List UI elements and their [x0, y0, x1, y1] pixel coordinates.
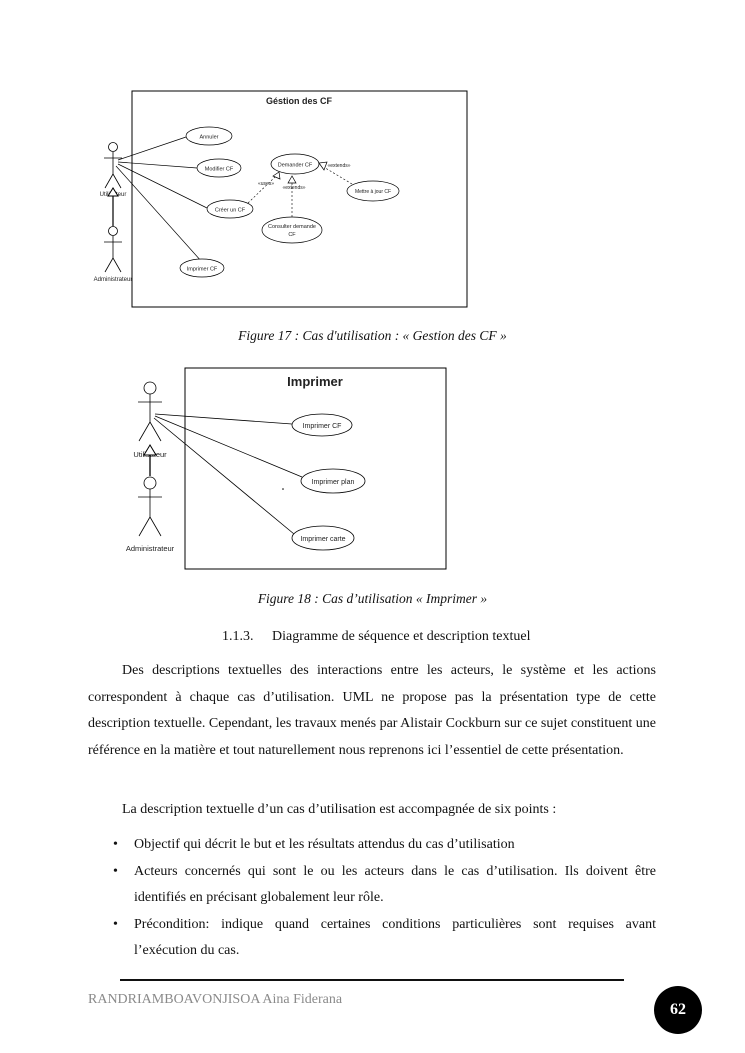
extends-label-2: «extends» — [327, 163, 350, 169]
bullet-symbol: • — [113, 916, 118, 932]
extends-arrowhead-2 — [318, 161, 328, 171]
svg-text:Imprimer carte: Imprimer carte — [300, 536, 345, 543]
list-item-text: Objectif qui décrit le but et les résult… — [134, 837, 515, 852]
actor-user — [138, 381, 162, 442]
use-case-imprimer: Imprimer CF — [179, 258, 225, 278]
section-heading: 1.1.3. Diagramme de séquence et descripti… — [222, 629, 531, 645]
bullet-symbol: • — [113, 837, 118, 852]
paragraph-1-text: Des descriptions textuelles des interact… — [88, 663, 657, 758]
actor-admin — [104, 226, 122, 273]
associations — [153, 413, 303, 535]
bullet-symbol: • — [113, 863, 118, 879]
paragraph-2-text: La description textuelle d’un cas d’util… — [122, 802, 557, 817]
svg-text:Modifier CF: Modifier CF — [205, 167, 234, 173]
use-case-annuler: Annuler — [185, 126, 233, 146]
use-case-creer: Créer un CF — [206, 199, 254, 219]
uses-arrowhead — [272, 171, 281, 180]
generalization-arrowhead — [107, 187, 119, 197]
actor-admin-label: Administrateur — [94, 277, 133, 283]
list-item: • Acteurs concernés qui sont le ou les a… — [88, 859, 656, 912]
page-number-badge: 62 — [654, 986, 702, 1034]
use-case-imprimer-carte: Imprimer carte — [291, 525, 355, 551]
svg-text:Créer un CF: Créer un CF — [215, 208, 246, 214]
dependency-lines — [247, 165, 353, 217]
associations — [115, 136, 208, 263]
section-title: Diagramme de séquence et description tex… — [272, 629, 531, 644]
svg-text:Imprimer CF: Imprimer CF — [303, 423, 342, 430]
footer-author: RANDRIAMBOAVONJISOA Aina Fiderana — [88, 992, 343, 1007]
figure-17-caption: Figure 17 : Cas d'utilisation : « Gestio… — [238, 328, 507, 343]
figure-18-diagram: Imprimer Utilisateur Administrateur Impr… — [126, 367, 447, 570]
list-item-text: Acteurs concernés qui sont le ou les act… — [134, 863, 656, 906]
svg-text:CF: CF — [288, 232, 296, 238]
use-case-modifier: Modifier CF — [196, 158, 242, 178]
svg-text:Mettre à jour CF: Mettre à jour CF — [355, 189, 391, 195]
svg-text:Consulter demande: Consulter demande — [268, 224, 316, 230]
paragraph-1: Des descriptions textuelles des interact… — [88, 658, 656, 764]
use-case-mettre-a-jour: Mettre à jour CF — [346, 180, 400, 202]
use-case-imprimer-cf: Imprimer CF — [291, 413, 353, 437]
footer-rule — [120, 979, 624, 981]
section-number: 1.1.3. — [222, 629, 254, 644]
extends-arrowhead-1 — [287, 175, 297, 184]
list-item-text: Précondition: indique quand certaines co… — [134, 916, 656, 959]
generalization-arrowhead — [143, 444, 157, 456]
actor-admin — [138, 476, 162, 537]
system-boundary — [184, 367, 447, 570]
system-title: Imprimer — [287, 374, 343, 389]
bullet-list: • Objectif qui décrit le but et les résu… — [88, 832, 656, 965]
actor-admin-label: Administrateur — [126, 544, 175, 553]
actor-user — [104, 142, 122, 189]
system-title: Géstion des CF — [266, 96, 333, 106]
use-case-imprimer-plan: Imprimer plan — [300, 468, 366, 494]
use-case-demander: Demander CF — [270, 153, 320, 175]
figure-18-caption: Figure 18 : Cas d’utilisation « Imprimer… — [257, 591, 488, 606]
extends-label-1: «extends» — [282, 185, 305, 191]
use-case-consulter: Consulter demande CF — [261, 216, 323, 244]
stray-dot — [282, 488, 284, 490]
uses-label: «uses» — [258, 181, 274, 187]
system-boundary — [131, 90, 468, 308]
svg-text:Demander CF: Demander CF — [278, 163, 313, 169]
svg-text:Imprimer plan: Imprimer plan — [312, 479, 355, 486]
list-item: • Objectif qui décrit le but et les résu… — [88, 832, 656, 859]
page-number: 62 — [670, 1001, 686, 1018]
figure-17-diagram: Géstion des CF Utilisateur Administrateu… — [94, 90, 468, 308]
list-item: • Précondition: indique quand certaines … — [88, 912, 656, 965]
svg-text:Imprimer CF: Imprimer CF — [187, 267, 218, 273]
svg-text:Annuler: Annuler — [200, 135, 219, 141]
paragraph-2: La description textuelle d’un cas d’util… — [88, 797, 656, 824]
